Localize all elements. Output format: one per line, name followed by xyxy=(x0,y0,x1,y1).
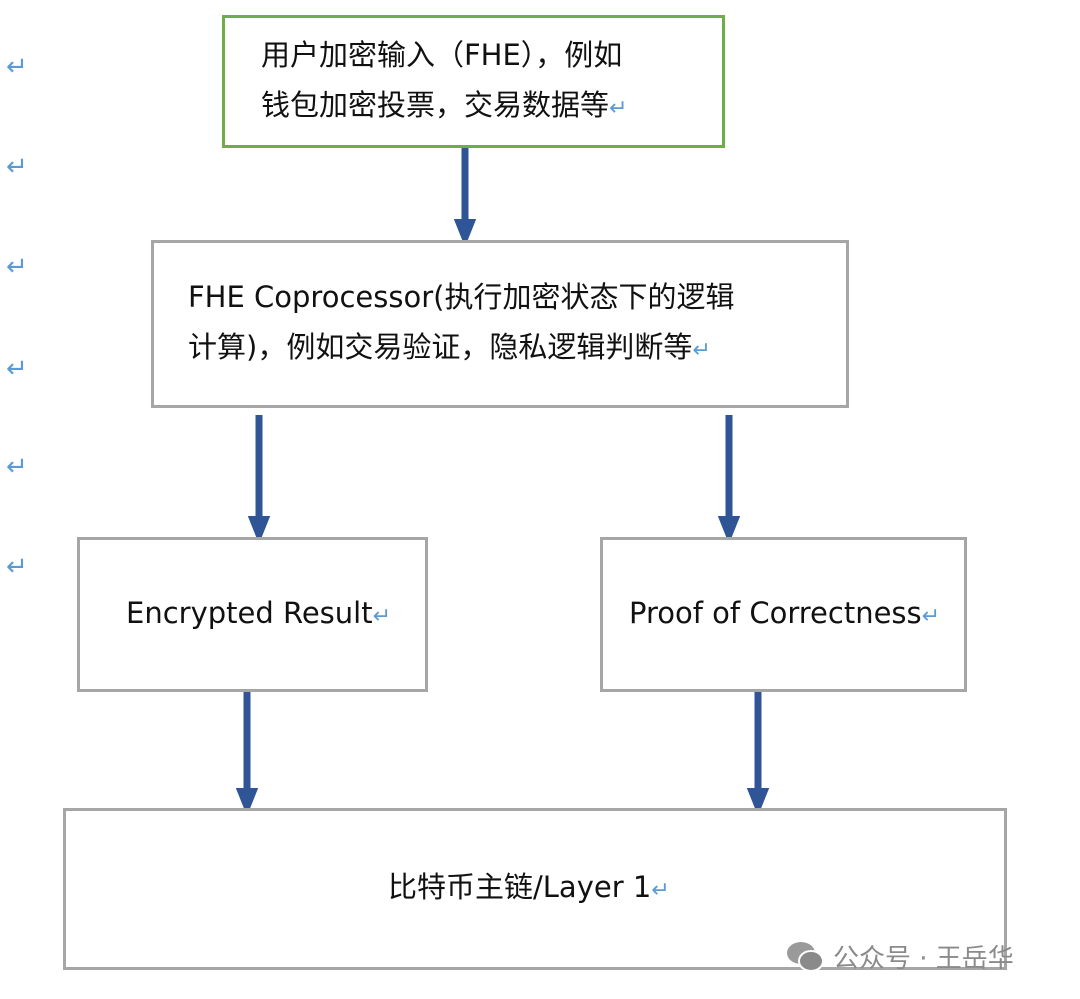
node-text: Proof of Correctness xyxy=(629,595,922,630)
node-text: 计算)，例如交易验证，隐私逻辑判断等 xyxy=(188,330,693,364)
paragraph-mark: ↵ xyxy=(372,603,392,629)
paragraph-mark: ↵ xyxy=(6,452,28,482)
node-text: 比特币主链/Layer 1 xyxy=(388,870,652,904)
paragraph-mark: ↵ xyxy=(921,603,941,629)
wechat-icon xyxy=(787,941,824,972)
node-text: Encrypted Result xyxy=(126,595,373,630)
node-fhe-coprocessor: FHE Coprocessor(执行加密状态下的逻辑 计算)，例如交易验证，隐私… xyxy=(151,240,849,408)
paragraph-mark: ↵ xyxy=(651,878,670,903)
paragraph-mark: ↵ xyxy=(6,152,28,182)
node-user-encrypted-input: 用户加密输入（FHE），例如 钱包加密投票，交易数据等↵ xyxy=(222,15,725,148)
watermark-text: 公众号 · 王岳华 xyxy=(833,944,1014,974)
node-text: FHE Coprocessor(执行加密状态下的逻辑 xyxy=(188,280,735,314)
node-proof-of-correctness: Proof of Correctness↵ xyxy=(600,537,967,692)
paragraph-mark: ↵ xyxy=(6,354,28,384)
paragraph-mark: ↵ xyxy=(6,52,28,82)
node-bitcoin-mainchain: 比特币主链/Layer 1↵ xyxy=(63,808,1007,970)
node-text: 钱包加密投票，交易数据等 xyxy=(261,87,610,122)
paragraph-mark: ↵ xyxy=(692,338,711,363)
node-encrypted-result: Encrypted Result↵ xyxy=(77,537,428,692)
paragraph-mark: ↵ xyxy=(6,552,28,582)
paragraph-mark: ↵ xyxy=(609,95,628,121)
watermark: 公众号 · 王岳华 xyxy=(785,938,1014,975)
node-text: 用户加密输入（FHE），例如 xyxy=(261,37,623,72)
paragraph-mark: ↵ xyxy=(6,252,28,282)
